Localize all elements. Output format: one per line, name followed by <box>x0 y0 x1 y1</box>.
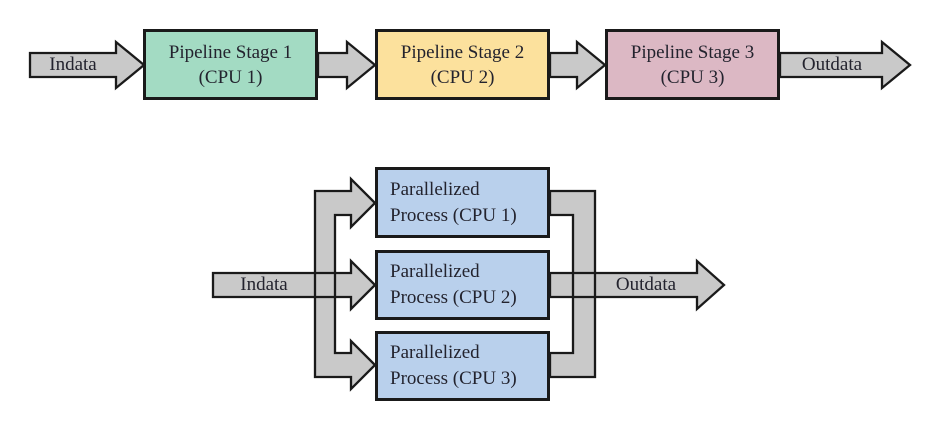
parallel-process-3-line1: Parallelized <box>390 342 480 363</box>
pipeline-stage-2-title: Pipeline Stage 2 <box>400 41 525 63</box>
pipeline-stage-1-cpu: (CPU 1) <box>198 66 263 88</box>
pipeline-stage-2-cpu: (CPU 2) <box>430 66 495 88</box>
pipeline-stage-1-title: Pipeline Stage 1 <box>168 41 293 63</box>
parallel-process-2-box: Parallelized Process (CPU 2) <box>375 250 550 320</box>
pipeline-indata-label: Indata <box>49 54 97 75</box>
pipeline-stage-1-box: Pipeline Stage 1 (CPU 1) <box>143 29 318 100</box>
pipeline-outdata-label: Outdata <box>801 54 863 75</box>
parallel-process-1-line1: Parallelized <box>390 178 480 200</box>
parallel-process-3-box: Parallelized Process (CPU 3) <box>375 331 550 401</box>
parallel-process-1-box: Parallelized Process (CPU 1) <box>375 167 550 238</box>
parallel-indata-label: Indata <box>240 274 288 295</box>
pipeline-stage-2-box: Pipeline Stage 2 (CPU 2) <box>375 29 550 100</box>
parallel-process-1-line2: Process (CPU 1) <box>390 204 517 226</box>
parallel-process-2-line2: Process (CPU 2) <box>390 287 517 308</box>
pipeline-stage-3-title: Pipeline Stage 3 <box>630 41 755 63</box>
pipeline-stage-3-cpu: (CPU 3) <box>660 66 725 88</box>
parallel-process-2-line1: Parallelized <box>390 261 480 282</box>
parallel-outdata-label: Outdata <box>615 274 677 295</box>
parallel-process-3-line2: Process (CPU 3) <box>390 368 517 389</box>
pipeline-stage-3-box: Pipeline Stage 3 (CPU 3) <box>605 29 780 100</box>
